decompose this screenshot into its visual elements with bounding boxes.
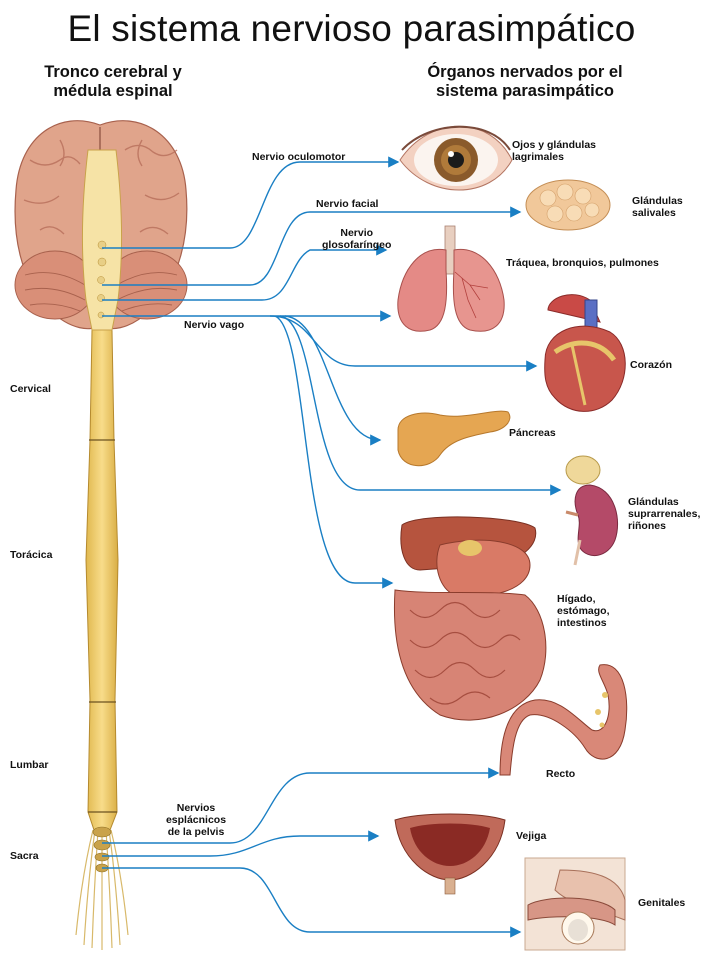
- label-adrenal-line2: suprarrenales,: [628, 508, 701, 520]
- spinal-cord: [75, 329, 129, 950]
- label-adrenal-line1: Glándulas: [628, 496, 679, 508]
- label-vagus: Nervio vago: [184, 319, 245, 331]
- kidney-illustration: [565, 455, 619, 566]
- label-pelvic-splanchnic: Nervios esplácnicos de la pelvis: [165, 802, 227, 838]
- pelvic-to-genitals: [102, 867, 522, 938]
- vagus-to-heart: [269, 315, 538, 372]
- label-glossopharyngeal-line1: Nervio: [340, 227, 374, 239]
- label-salivary: Glándulas salivales: [632, 195, 683, 219]
- label-rectum: Recto: [546, 768, 576, 780]
- label-liver-stomach-intestines: Hígado, estómago, intestinos: [557, 593, 610, 629]
- label-eyes: Ojos y glándulas lagrimales: [512, 139, 596, 163]
- label-oculomotor: Nervio oculomotor: [252, 151, 346, 163]
- segment-cervical: Cervical: [10, 383, 51, 395]
- label-genitals: Genitales: [638, 897, 686, 909]
- label-salivary-line2: salivales: [632, 207, 676, 219]
- right-heading-line1: Órganos nervados por el: [427, 63, 623, 81]
- label-lungs: Tráquea, bronquios, pulmones: [506, 257, 659, 269]
- left-heading: Tronco cerebral y médula espinal: [18, 63, 208, 101]
- label-bladder: Vejiga: [516, 830, 547, 842]
- segment-sacral: Sacra: [10, 850, 39, 862]
- label-gut-line1: Hígado,: [557, 593, 596, 605]
- segment-thoracic: Torácica: [10, 549, 53, 561]
- segment-lumbar: Lumbar: [10, 759, 49, 771]
- nerve-pathways: [102, 156, 562, 938]
- brain: [14, 120, 188, 331]
- left-heading-line1: Tronco cerebral y: [44, 63, 182, 81]
- bladder-illustration: [394, 813, 506, 895]
- page-title: El sistema nervioso parasimpático: [67, 8, 636, 49]
- digestive-illustration: [393, 516, 547, 721]
- pelvic-to-bladder: [102, 830, 380, 857]
- oculomotor-path: [102, 156, 400, 249]
- label-heart: Corazón: [630, 359, 672, 371]
- right-heading-line2: sistema parasimpático: [436, 82, 614, 100]
- label-pelvic-line1: Nervios: [176, 802, 216, 814]
- vagus-to-pancreas: [284, 315, 382, 446]
- label-adrenal-kidneys: Glándulas suprarrenales, riñones: [628, 496, 700, 532]
- glossopharyngeal-path: [102, 244, 388, 301]
- label-adrenal-line3: riñones: [628, 520, 666, 532]
- facial-path: [102, 206, 522, 286]
- vagus-to-gut: [274, 315, 394, 589]
- label-eyes-line2: lagrimales: [512, 151, 564, 163]
- rectum-illustration: [499, 664, 628, 776]
- vagus-to-adrenal: [279, 315, 562, 496]
- label-pancreas: Páncreas: [509, 427, 556, 439]
- label-facial: Nervio facial: [316, 198, 379, 210]
- pancreas-illustration: [397, 410, 511, 467]
- label-gut-line3: intestinos: [557, 617, 607, 629]
- heart-illustration: [544, 294, 626, 412]
- genitals-illustration: [524, 857, 626, 951]
- label-pelvic-line3: de la pelvis: [167, 826, 225, 838]
- label-pelvic-line2: esplácnicos: [165, 814, 227, 826]
- right-heading: Órganos nervados por el sistema parasimp…: [395, 63, 655, 101]
- pelvic-to-rectum: [102, 767, 500, 844]
- left-heading-line2: médula espinal: [53, 82, 173, 100]
- eye-illustration: [399, 125, 513, 191]
- label-glossopharyngeal-line2: glosofaríngeo: [322, 239, 392, 251]
- label-gut-line2: estómago,: [557, 605, 610, 617]
- label-eyes-line1: Ojos y glándulas: [512, 139, 597, 151]
- label-glossopharyngeal: Nervio glosofaríngeo: [322, 227, 391, 251]
- lungs-illustration: [397, 225, 505, 332]
- salivary-gland-illustration: [525, 179, 611, 231]
- label-salivary-line1: Glándulas: [632, 195, 683, 207]
